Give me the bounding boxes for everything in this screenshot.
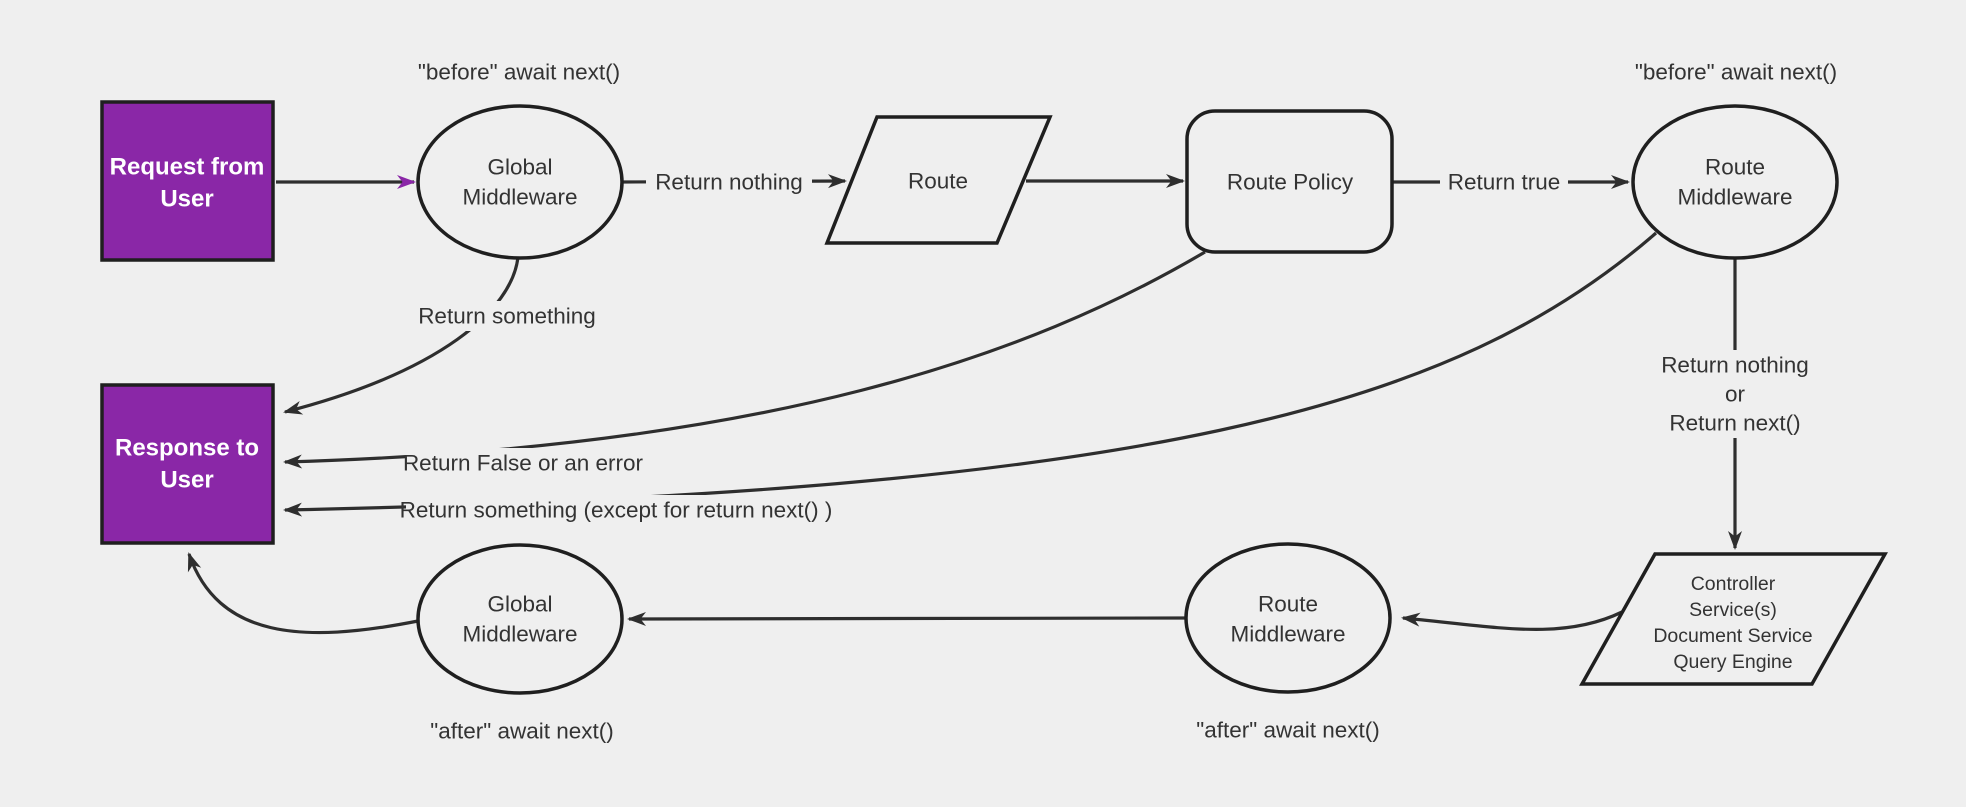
- annotation-after-await-bottom-right: "after" await next(): [1196, 718, 1380, 743]
- route-middleware-top-ellipse: [1631, 104, 1839, 260]
- route-middleware-top-line2: Middleware: [1677, 185, 1792, 210]
- response-label-line2: User: [160, 467, 213, 494]
- edge-return-false-to-response: [283, 250, 1206, 469]
- response-to-user-box: [100, 383, 275, 545]
- node-global-middleware-top: Global Middleware: [416, 104, 624, 260]
- global-middleware-bottom-line1: Global: [487, 592, 552, 617]
- node-route-middleware-top: Route Middleware: [1631, 104, 1839, 260]
- node-route: Route: [824, 115, 1053, 245]
- edge-label-return-true: Return true: [1448, 170, 1561, 195]
- label-bg-return-true: [1440, 167, 1568, 197]
- route-middleware-bottom-ellipse: [1184, 542, 1392, 694]
- edge-label-return-nothing: Return nothing: [655, 170, 803, 195]
- node-global-middleware-bottom: Global Middleware: [416, 543, 624, 695]
- global-middleware-top-line2: Middleware: [462, 185, 577, 210]
- edges: [187, 174, 1742, 635]
- node-route-middleware-bottom: Route Middleware: [1184, 542, 1392, 694]
- request-from-user-box: [100, 100, 275, 262]
- edge-route-middleware-bottom-to-global-middleware-bottom: [627, 611, 1187, 626]
- edge-label-return-false-or-error: Return False or an error: [403, 451, 644, 476]
- controller-line2: Service(s): [1689, 599, 1777, 621]
- global-middleware-top-ellipse: [416, 104, 624, 260]
- controller-line4: Query Engine: [1673, 651, 1792, 673]
- controller-line1: Controller: [1691, 573, 1776, 595]
- node-response-to-user: Response to User: [100, 383, 275, 545]
- route-label: Route: [908, 169, 968, 194]
- node-route-policy: Route Policy: [1185, 109, 1394, 254]
- edge-labels: Return nothing Return true Return someth…: [400, 170, 1809, 523]
- global-middleware-bottom-ellipse: [416, 543, 624, 695]
- annotation-before-await-top-right: "before" await next(): [1635, 60, 1837, 85]
- edge-label-return-nothing-or-line2: or: [1725, 382, 1746, 407]
- edge-controller-to-route-middleware-bottom: [1401, 610, 1623, 631]
- route-parallelogram: [824, 115, 1053, 245]
- annotations: "before" await next() "before" await nex…: [418, 60, 1837, 744]
- node-controller-services: Controller Service(s) Document Service Q…: [1579, 552, 1888, 686]
- edge-label-return-something: Return something: [418, 304, 596, 329]
- response-label-line1: Response to: [115, 435, 259, 462]
- route-middleware-bottom-line1: Route: [1258, 592, 1318, 617]
- edge-label-return-something-except: Return something (except for return next…: [400, 498, 833, 523]
- route-middleware-bottom-line2: Middleware: [1230, 622, 1345, 647]
- controller-parallelogram: [1579, 552, 1888, 686]
- edge-return-something-to-response: [283, 256, 520, 415]
- annotation-before-await-top-left: "before" await next(): [418, 60, 620, 85]
- controller-line3: Document Service: [1653, 625, 1812, 647]
- edge-global-middleware-bottom-to-response: [187, 552, 419, 635]
- label-bg-return-false: [406, 448, 640, 478]
- global-middleware-bottom-line2: Middleware: [462, 622, 577, 647]
- edge-label-backgrounds: [406, 167, 1832, 525]
- request-label-line2: User: [160, 186, 213, 213]
- edge-label-return-nothing-or-line1: Return nothing: [1661, 353, 1809, 378]
- route-policy-box: [1185, 109, 1394, 254]
- label-bg-return-nothing: [646, 167, 812, 197]
- label-bg-return-nothing-or-next: [1638, 350, 1832, 438]
- global-middleware-top-line1: Global: [487, 155, 552, 180]
- route-policy-label: Route Policy: [1227, 170, 1354, 195]
- request-label-line1: Request from: [110, 154, 265, 181]
- edge-label-return-nothing-or-line3: Return next(): [1669, 411, 1800, 436]
- label-bg-return-something-except: [406, 495, 826, 525]
- route-middleware-top-line1: Route: [1705, 155, 1765, 180]
- annotation-after-await-bottom-left: "after" await next(): [430, 719, 614, 744]
- label-bg-return-something: [410, 301, 604, 331]
- node-request-from-user: Request from User: [100, 100, 275, 262]
